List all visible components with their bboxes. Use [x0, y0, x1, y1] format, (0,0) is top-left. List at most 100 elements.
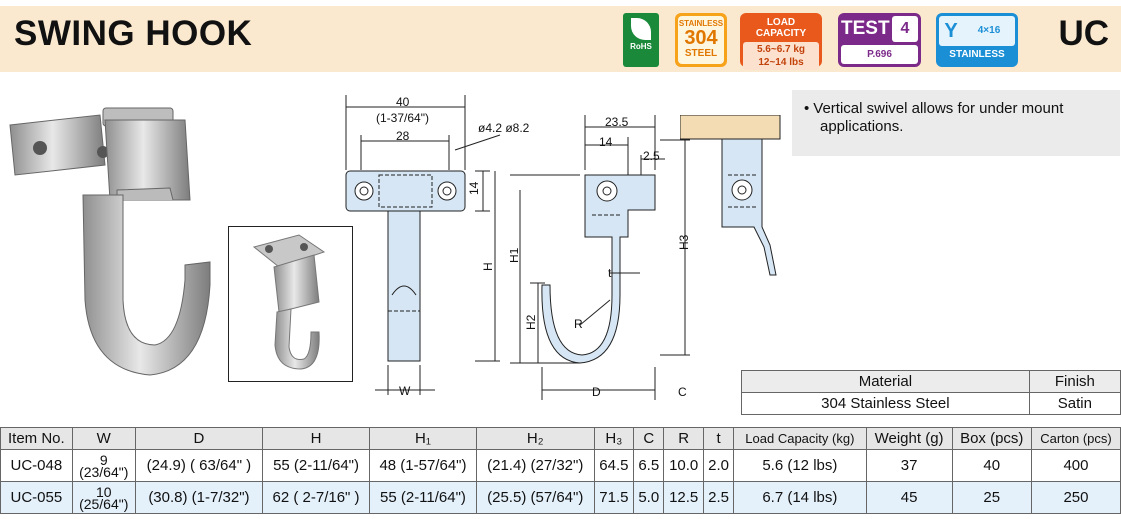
dim-2-5: 2.5	[643, 149, 660, 163]
cell-c: 6.5	[633, 449, 665, 482]
cell-r: 10.0	[663, 449, 705, 482]
cell-box: 40	[951, 449, 1032, 482]
cell-h1: 55 (2-11/64")	[369, 481, 477, 514]
series-code: UC	[1058, 14, 1109, 53]
cell-w: 10(25/64")	[71, 481, 136, 514]
col-box: Box (pcs)	[951, 427, 1032, 450]
note-line-1: Vertical swivel allows for under mount	[813, 100, 1064, 117]
page-title: SWING HOOK	[14, 14, 253, 53]
dim-23-5: 23.5	[605, 115, 629, 129]
dim-40-inch: (1-37/64")	[376, 111, 429, 125]
header-bar	[0, 6, 1121, 72]
col-h2: H₂	[475, 427, 595, 450]
cell-load: 6.7 (14 lbs)	[733, 481, 867, 514]
note-line-2: applications.	[820, 118, 904, 135]
col-t: t	[703, 427, 735, 450]
cell-weight: 37	[865, 449, 953, 482]
cell-w-in: (23/64")	[79, 463, 129, 480]
front-view-drawing: 40 (1-37/64") 28 ø4.2 ø8.2 14 H W	[345, 95, 530, 398]
bullet: •	[804, 100, 810, 117]
cell-d: (30.8) (1-7/32")	[134, 481, 264, 514]
cell-carton: 400	[1030, 449, 1121, 482]
cell-w: 9(23/64")	[71, 449, 136, 482]
load-capacity-badge: LOAD CAPACITY 5.6~6.7 kg 12~14 lbs	[740, 13, 822, 70]
stainless-304-badge: STAINLESS 304 STEEL	[675, 13, 727, 67]
col-h3: H₃	[593, 427, 635, 450]
test-number: 4	[892, 16, 918, 42]
feature-note: •Vertical swivel allows for under mount …	[792, 90, 1120, 156]
col-r: R	[663, 427, 705, 450]
cell-t: 2.5	[703, 481, 735, 514]
stainless-bottom-label: STEEL	[684, 48, 718, 59]
dim-h2: H2	[524, 314, 538, 330]
dim-d: D	[592, 385, 601, 399]
table-row: UC-048 9(23/64") (24.9) ( 63/64" ) 55 (2…	[0, 449, 1121, 482]
cell-h2: (25.5) (57/64")	[475, 481, 595, 514]
cell-w-mm: 10	[95, 483, 112, 500]
dim-40: 40	[396, 95, 410, 109]
side-view-drawing: 23.5 14 2.5 R t H1 H2 H3 D C	[510, 115, 691, 400]
load-capacity-lbs: 12~14 lbs	[758, 57, 804, 68]
dim-h1: H1	[510, 247, 521, 263]
cell-r: 12.5	[663, 481, 705, 514]
col-w: W	[71, 427, 136, 450]
inset-photo-frame	[228, 226, 353, 382]
col-h: H	[262, 427, 370, 450]
cell-h1: 48 (1-57/64")	[369, 449, 477, 482]
screw-size: 4×16	[977, 25, 1001, 36]
cell-h3: 71.5	[593, 481, 635, 514]
dim-28: 28	[396, 129, 410, 143]
cell-c: 5.0	[633, 481, 665, 514]
dim-r: R	[574, 317, 583, 331]
spec-table: Item No. W D H H₁ H₂ H₃ C R t Load Capac…	[0, 427, 1121, 514]
inset-hook-photo	[252, 234, 326, 370]
load-capacity-heading: LOAD CAPACITY	[755, 17, 807, 39]
material-table: Material Finish 304 Stainless Steel Sati…	[741, 370, 1121, 415]
material-value: 304 Stainless Steel	[741, 392, 1030, 415]
dim-14: 14	[467, 181, 481, 195]
cell-carton: 250	[1030, 481, 1121, 514]
swing-hook-photo	[9, 107, 211, 376]
under-mount-drawing	[680, 115, 781, 276]
test-label: TEST	[841, 18, 890, 39]
cell-item: UC-048	[0, 449, 73, 482]
rohs-label: RoHS	[630, 42, 652, 51]
stainless-grade: 304	[684, 27, 718, 49]
cell-h2: (21.4) (27/32")	[475, 449, 595, 482]
rohs-badge: RoHS	[623, 13, 659, 67]
test-badge: TEST 4 P.696	[838, 13, 921, 67]
stainless-top-label: STAINLESS	[678, 19, 724, 28]
col-c: C	[633, 427, 665, 450]
cell-load: 5.6 (12 lbs)	[733, 449, 867, 482]
col-carton: Carton (pcs)	[1030, 427, 1121, 450]
dim-h: H	[481, 262, 495, 271]
col-item-no: Item No.	[0, 427, 73, 450]
dim-h3: H3	[677, 234, 691, 250]
cell-box: 25	[951, 481, 1032, 514]
col-h1: H₁	[369, 427, 477, 450]
screw-icon: Y	[944, 20, 958, 42]
col-load: Load Capacity (kg)	[733, 427, 867, 450]
cell-item: UC-055	[0, 481, 73, 514]
cell-weight: 45	[865, 481, 953, 514]
finish-header: Finish	[1028, 370, 1121, 393]
cell-w-in: (25/64")	[79, 495, 129, 512]
table-row: UC-055 10(25/64") (30.8) (1-7/32") 62 ( …	[0, 481, 1121, 514]
cell-h3: 64.5	[593, 449, 635, 482]
dim-14-side: 14	[599, 135, 613, 149]
cell-w-mm: 9	[99, 451, 108, 468]
dim-hole-diameters: ø4.2 ø8.2	[478, 121, 530, 135]
screw-badge: Y 4×16 STAINLESS	[936, 13, 1018, 67]
cell-h: 62 ( 2-7/16" )	[262, 481, 370, 514]
spec-header-row: Item No. W D H H₁ H₂ H₃ C R t Load Capac…	[0, 427, 1121, 450]
leaf-icon	[631, 18, 651, 40]
cell-h: 55 (2-11/64")	[262, 449, 370, 482]
dim-w: W	[399, 384, 411, 398]
screw-material: STAINLESS	[949, 49, 1005, 60]
test-page-ref: P.696	[841, 45, 918, 64]
material-header: Material	[741, 370, 1030, 393]
dim-t: t	[608, 266, 612, 280]
cell-t: 2.0	[703, 449, 735, 482]
cell-d: (24.9) ( 63/64" )	[134, 449, 264, 482]
col-weight: Weight (g)	[865, 427, 953, 450]
